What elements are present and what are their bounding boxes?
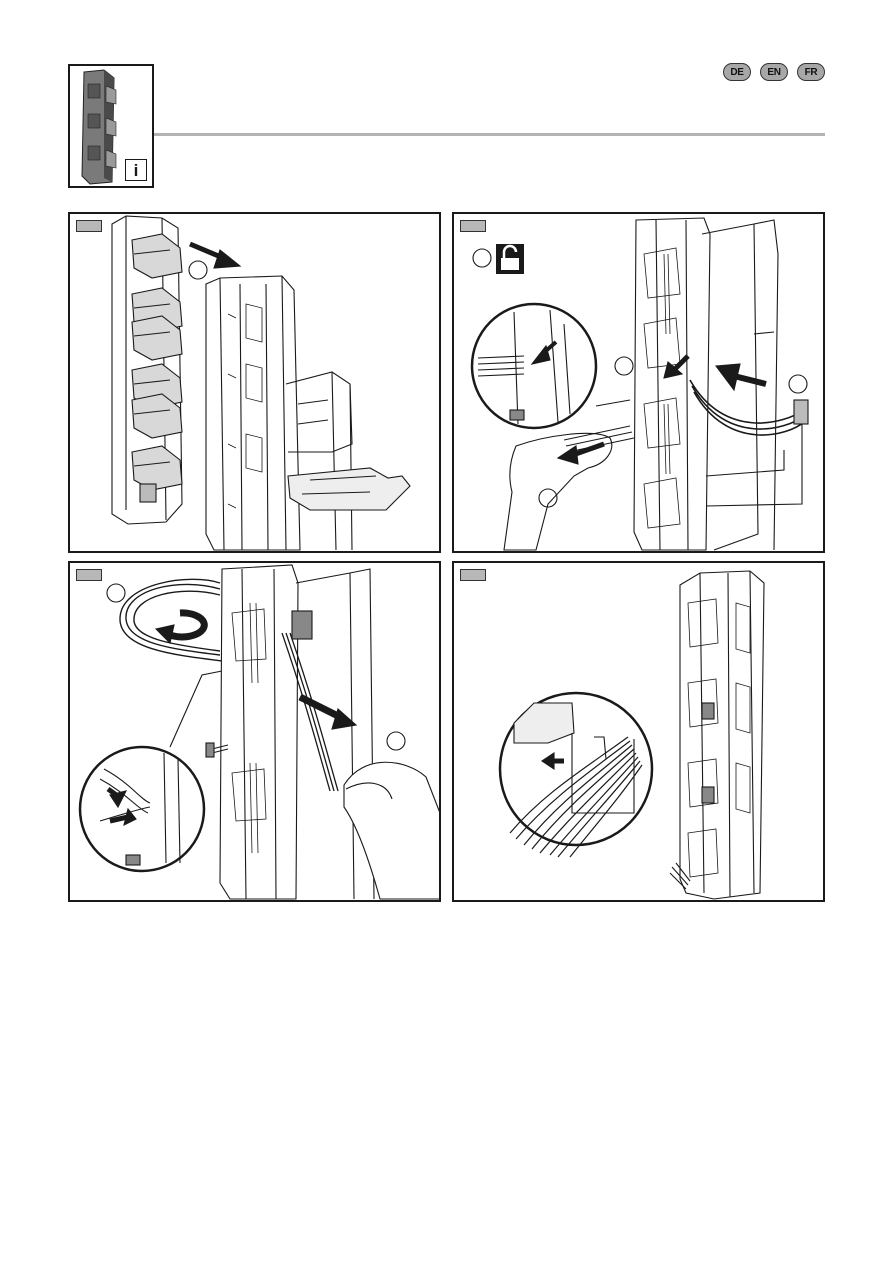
header-divider xyxy=(154,133,825,136)
product-thumbnail: i xyxy=(68,64,154,188)
step-panel-1 xyxy=(68,212,441,553)
unlocked-padlock-icon xyxy=(496,244,524,274)
language-de-button[interactable]: DE xyxy=(723,63,751,81)
language-fr-label: FR xyxy=(805,67,818,78)
step-1-illustration xyxy=(70,214,439,551)
step-3-illustration xyxy=(70,563,439,900)
language-selector: DE EN FR xyxy=(723,63,825,81)
step-panel-3 xyxy=(68,561,441,902)
rotate-arrow-icon xyxy=(156,613,204,643)
language-de-label: DE xyxy=(730,67,743,78)
info-icon: i xyxy=(125,159,147,181)
step-4-illustration xyxy=(454,563,823,900)
language-en-label: EN xyxy=(767,67,780,78)
language-fr-button[interactable]: FR xyxy=(797,63,825,81)
step-panel-2 xyxy=(452,212,825,553)
info-symbol: i xyxy=(134,162,139,179)
step-panel-4 xyxy=(452,561,825,902)
step-2-illustration xyxy=(454,214,823,551)
language-en-button[interactable]: EN xyxy=(760,63,788,81)
